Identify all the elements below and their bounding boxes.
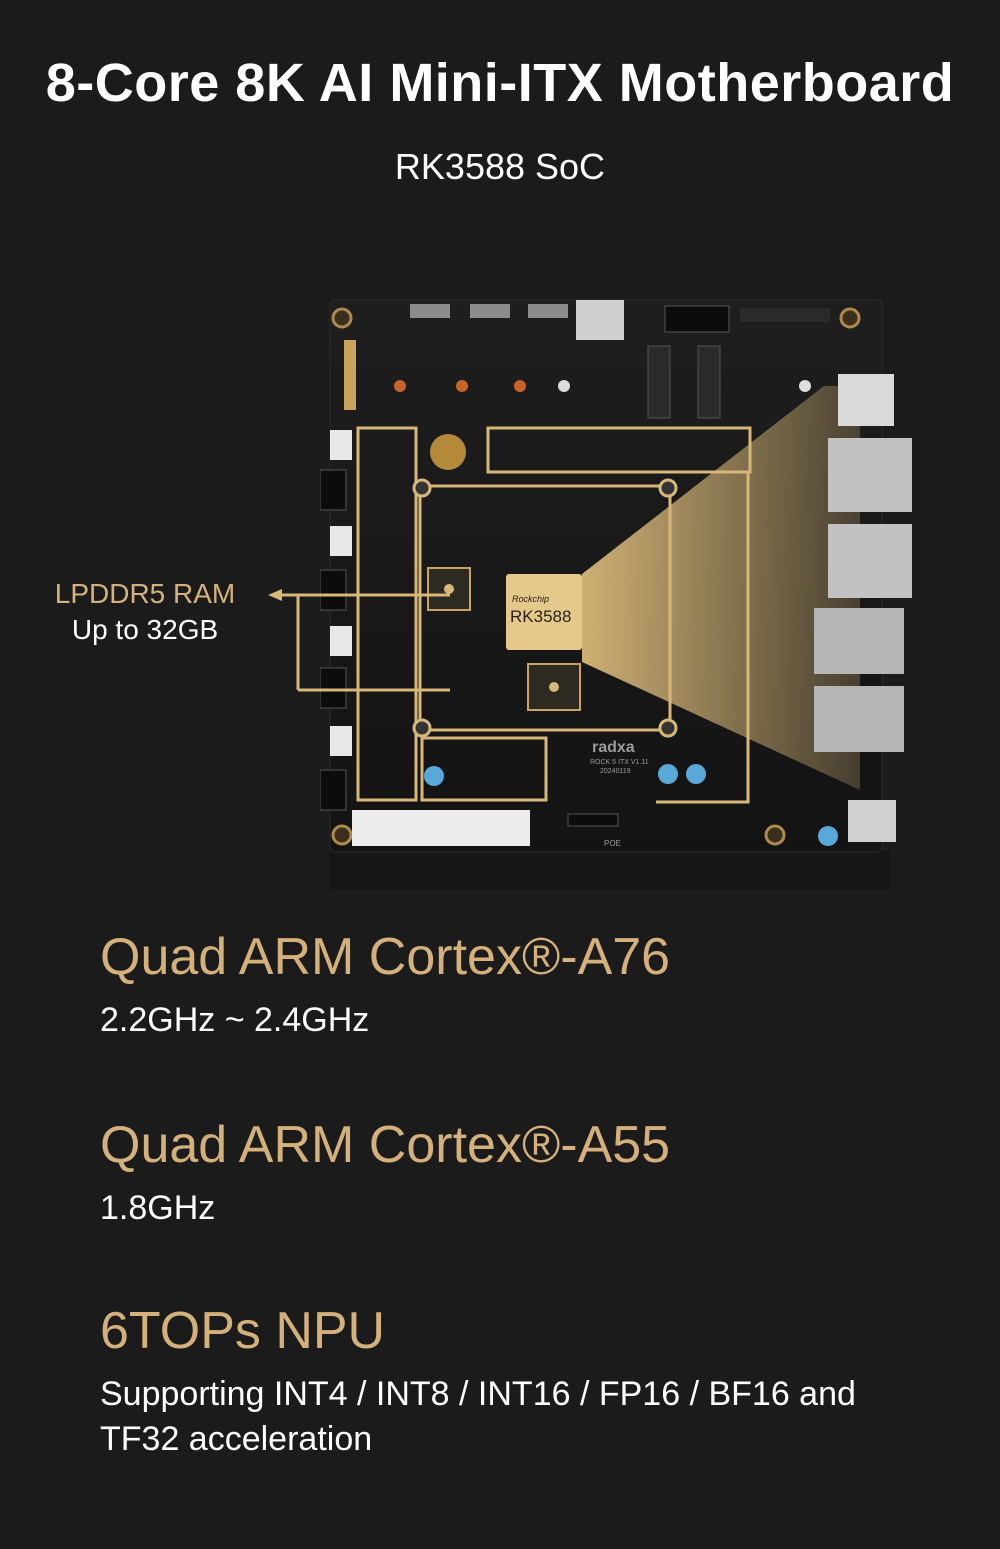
ram-callout-title: LPDDR5 RAM <box>54 578 236 609</box>
ram-callout-arrows <box>268 589 450 692</box>
soc-chip-brand: Rockchip <box>512 594 549 604</box>
spec-detail: 2.2GHz ~ 2.4GHz <box>100 1000 370 1039</box>
ram-callout: LPDDR5 RAM Up to 32GB <box>40 578 250 646</box>
spec-npu: 6TOPs NPU Supporting INT4 / INT8 / INT16… <box>100 1302 890 1462</box>
spec-detail: Supporting INT4 / INT8 / INT16 / FP16 / … <box>100 1374 856 1458</box>
spec-a55: Quad ARM Cortex®-A55 1.8GHz <box>100 1116 960 1231</box>
board-model: ROCK 5 ITX V1.11 <box>590 759 649 766</box>
soc-chip-label: RK3588 <box>510 607 571 626</box>
soc-chip <box>506 574 582 650</box>
poe-label: POE <box>604 839 621 848</box>
spec-detail: 1.8GHz <box>100 1188 216 1227</box>
spec-heading: Quad ARM Cortex®-A76 <box>100 928 671 986</box>
page-title: 8-Core 8K AI Mini-ITX Motherboard <box>45 53 955 113</box>
spec-a76: Quad ARM Cortex®-A76 2.2GHz ~ 2.4GHz <box>100 928 960 1043</box>
spec-heading: Quad ARM Cortex®-A55 <box>100 1116 671 1174</box>
ram-callout-subtitle: Up to 32GB <box>71 614 219 645</box>
board-date: 20240119 <box>600 768 631 775</box>
spec-heading: 6TOPs NPU <box>100 1302 386 1360</box>
vendor-logo: radxa <box>592 739 635 756</box>
page-subtitle: RK3588 SoC <box>394 146 606 187</box>
motherboard-image: Rockchip RK3588 radxa ROCK 5 ITX V1.11 2… <box>319 290 920 910</box>
